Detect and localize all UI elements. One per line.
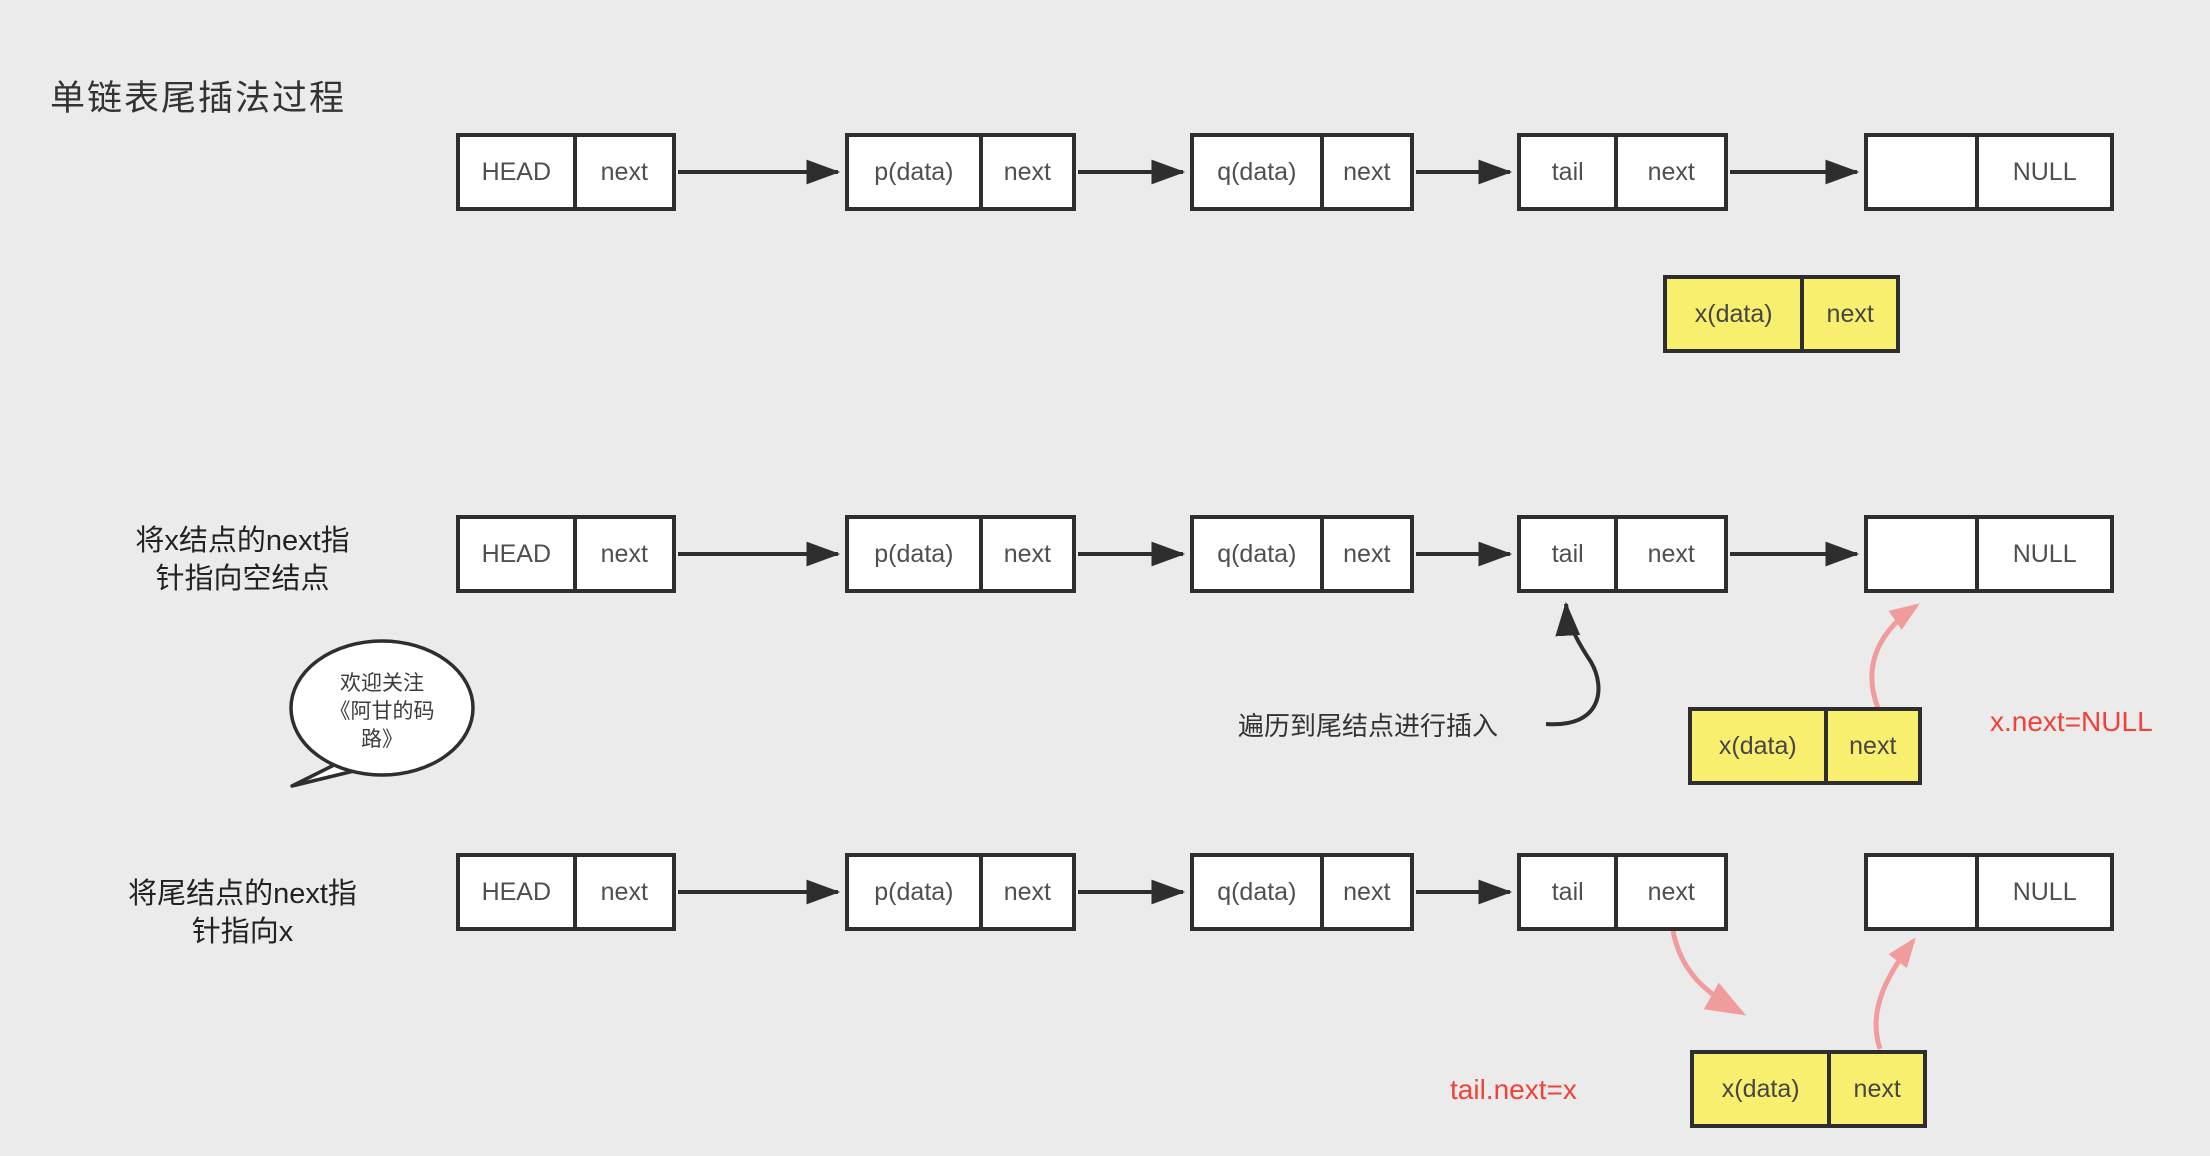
traverse-arrow: [1545, 601, 1601, 727]
node-cell-data: [1868, 519, 1980, 589]
pink-arrow-xnext-to-null: [1869, 603, 1920, 709]
node-cell-next: next: [1003, 877, 1052, 906]
node-cell-next: next: [1343, 877, 1391, 906]
pink-arrow-xnext-to-null-row3: [1873, 937, 1916, 1050]
row3-node-null: NULL: [1864, 853, 2114, 931]
row1-node-x: x(data) next: [1663, 275, 1900, 353]
node-cell-data: tail: [1521, 137, 1619, 207]
node-cell-data: p(data): [849, 137, 983, 207]
node-cell-next: next: [1647, 539, 1695, 568]
row3-node-head: HEAD next: [456, 853, 676, 931]
row2-node-null: NULL: [1864, 515, 2114, 593]
bubble-line2: 《阿甘的码: [329, 700, 435, 723]
x-next-null-note: x.next=NULL: [1990, 706, 2153, 737]
row2-node-tail: tail next: [1517, 515, 1728, 593]
step3-label-line1: 将尾结点的next指: [128, 878, 357, 910]
node-cell-data: [1868, 857, 1980, 927]
node-cell-next: NULL: [2012, 157, 2077, 186]
row2-node-x: x(data) next: [1688, 707, 1922, 785]
row1-node-head: HEAD next: [456, 133, 676, 211]
node-cell-data: x(data): [1667, 279, 1805, 349]
traverse-note: 遍历到尾结点进行插入: [1238, 711, 1499, 741]
step2-label-line2: 针指向空结点: [155, 563, 330, 595]
node-cell-next: next: [1647, 157, 1695, 186]
row2-node-p: p(data) next: [845, 515, 1076, 593]
speech-bubble-text: 欢迎关注 《阿甘的码 路》: [292, 670, 472, 754]
speech-bubble: [289, 639, 475, 788]
row3-node-x: x(data) next: [1690, 1050, 1927, 1128]
node-cell-next: next: [1647, 877, 1695, 906]
node-cell-data: q(data): [1194, 519, 1324, 589]
node-cell-data: tail: [1521, 519, 1619, 589]
step2-label: 将x结点的next指 针指向空结点: [95, 522, 390, 598]
node-cell-data: tail: [1521, 857, 1619, 927]
node-cell-next: next: [1343, 157, 1391, 186]
row3-node-q: q(data) next: [1190, 853, 1414, 931]
row3-node-p: p(data) next: [845, 853, 1076, 931]
node-cell-next: next: [1831, 1054, 1923, 1124]
pink-arrow-tailnext-to-x: [1670, 930, 1747, 1016]
row2-node-q: q(data) next: [1190, 515, 1414, 593]
step3-label: 将尾结点的next指 针指向x: [95, 875, 390, 951]
node-cell-data: HEAD: [460, 857, 577, 927]
row3-node-tail: tail next: [1517, 853, 1728, 931]
row1-node-null: NULL: [1864, 133, 2114, 211]
node-cell-data: HEAD: [460, 519, 577, 589]
node-cell-next: next: [1804, 279, 1896, 349]
bubble-line3: 路》: [361, 728, 403, 751]
node-cell-data: q(data): [1194, 857, 1324, 927]
node-cell-data: [1868, 137, 1980, 207]
node-cell-next: next: [600, 539, 648, 568]
node-cell-next: next: [1003, 157, 1052, 186]
node-cell-next: next: [1343, 539, 1391, 568]
node-cell-data: x(data): [1692, 711, 1828, 781]
step2-label-line1: 将x结点的next指: [135, 525, 350, 557]
row1-node-tail: tail next: [1517, 133, 1728, 211]
node-cell-next: NULL: [2012, 539, 2077, 568]
row1-node-q: q(data) next: [1190, 133, 1414, 211]
row1-node-p: p(data) next: [845, 133, 1076, 211]
node-cell-next: next: [600, 157, 648, 186]
node-cell-data: p(data): [849, 857, 983, 927]
row2-node-head: HEAD next: [456, 515, 676, 593]
node-cell-data: q(data): [1194, 137, 1324, 207]
node-cell-data: x(data): [1694, 1054, 1832, 1124]
node-cell-next: NULL: [2012, 877, 2077, 906]
bubble-line1: 欢迎关注: [340, 672, 424, 695]
node-cell-next: next: [1827, 711, 1918, 781]
page-title: 单链表尾插法过程: [50, 79, 347, 118]
node-cell-next: next: [1003, 539, 1052, 568]
node-cell-data: HEAD: [460, 137, 577, 207]
node-cell-data: p(data): [849, 519, 983, 589]
step3-label-line2: 针指向x: [191, 916, 294, 948]
tail-next-x-note: tail.next=x: [1450, 1074, 1577, 1105]
node-cell-next: next: [600, 877, 648, 906]
